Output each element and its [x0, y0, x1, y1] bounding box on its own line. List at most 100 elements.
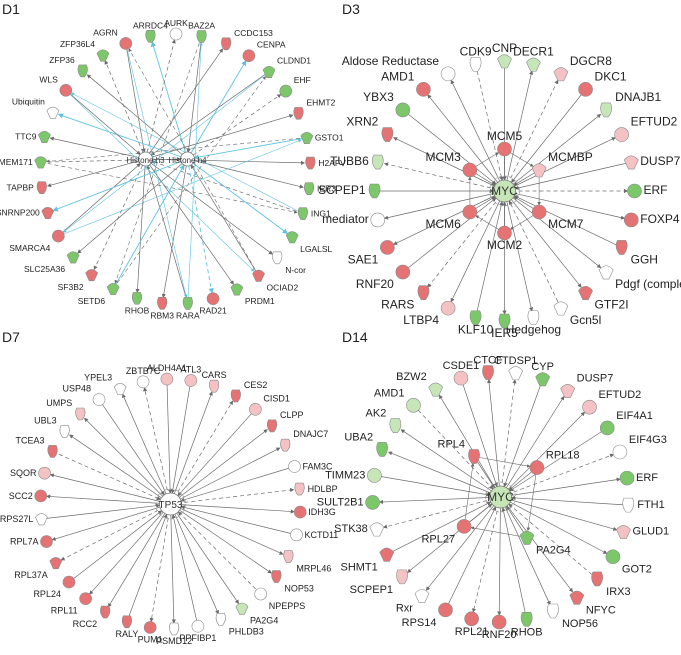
panel-d3-node-cnp[interactable]: CNP [492, 41, 517, 69]
panel-d3-node-aldose-reductase[interactable]: Aldose Reductase [342, 54, 456, 82]
panel-d1-node-tmem171[interactable]: TMEM171 [0, 156, 48, 169]
panel-d14-node-timm23[interactable]: TIMM23 [325, 468, 382, 483]
panel-d14-node-eif4a1[interactable]: EIF4A1 [599, 410, 653, 436]
panel-d1-node-gsto1[interactable]: GSTO1 [300, 131, 344, 144]
panel-d14-node-erf[interactable]: ERF [619, 470, 658, 486]
panel-d1-node-ccdc153[interactable]: CCDC153 [221, 28, 273, 51]
panel-d3-node-decr1[interactable]: DECR1 [513, 44, 554, 72]
panel-d1-node-ociad2[interactable]: OCIAD2 [252, 269, 299, 292]
panel-d3-node-mcm3[interactable]: MCM3 [426, 150, 478, 178]
panel-d3-node-klf10[interactable]: KLF10 [458, 310, 494, 337]
panel-d7-node-sqor[interactable]: SQOR [10, 466, 51, 480]
panel-d7-node-rcc2[interactable]: RCC2 [73, 605, 111, 629]
panel-d14-node-bzw2[interactable]: BZW2 [396, 371, 444, 397]
panel-d14-node-scpep1[interactable]: SCPEP1 [350, 569, 408, 596]
panel-d7-node-dnajc7[interactable]: DNAJC7 [280, 429, 328, 452]
panel-d14-node-nop56[interactable]: NOP56 [547, 603, 598, 630]
panel-d14-node-stk38[interactable]: STK38 [334, 522, 385, 537]
panel-d1-node-zfp36[interactable]: ZFP36 [49, 55, 88, 78]
panel-d1-node-rara[interactable]: RARA [176, 297, 200, 320]
panel-d7-node-rps27l[interactable]: RPS27L [0, 513, 48, 526]
panel-d3-node-ybx3[interactable]: YBX3 [363, 90, 411, 118]
panel-d14-node-dusp7[interactable]: DUSP7 [560, 373, 614, 398]
panel-d14-node-eif4g3[interactable]: EIF4G3 [612, 434, 667, 460]
panel-d1-node-n-cor[interactable]: N-cor [272, 251, 306, 275]
panel-d1-node-ier3[interactable]: IER3 [303, 182, 336, 196]
panel-d1-node-ehf[interactable]: EHF [279, 75, 311, 98]
panel-d14-node-amd1[interactable]: AMD1 [374, 387, 421, 413]
panel-d14-node-glud1[interactable]: GLUD1 [616, 525, 669, 540]
panel-d1-node-cenpa[interactable]: CENPA [242, 40, 286, 63]
panel-d7-node-zbtb7c[interactable]: ZBTB7C [126, 366, 161, 389]
panel-d3-node-mediator[interactable]: mediator [322, 212, 386, 228]
panel-d14-node-cyp[interactable]: CYP [531, 361, 554, 387]
panel-d3-node-gcn5l[interactable]: Gcn5l [553, 301, 601, 327]
panel-d3-node-gtf2i[interactable]: GTF2I [578, 286, 629, 312]
panel-d3-node-dkc1[interactable]: DKC1 [578, 69, 627, 97]
panel-d1-hub-histone-h4[interactable]: Histone h4 [168, 151, 207, 167]
panel-d7-node-aldh4a1[interactable]: ALDH4A1 [147, 363, 187, 386]
panel-d14-node-fth1[interactable]: FTH1 [622, 497, 665, 513]
panel-d7-node-rpl7a[interactable]: RPL7A [10, 535, 53, 548]
panel-d7-node-pa2g4[interactable]: PA2G4 [235, 602, 278, 625]
panel-d7-node-rpl37a[interactable]: RPL37A [14, 557, 63, 580]
panel-d3-node-ier5[interactable]: IER5 [491, 313, 518, 340]
panel-d7-node-clpp[interactable]: CLPP [266, 410, 304, 433]
panel-d7-node-pum1[interactable]: PUM1 [138, 621, 163, 644]
panel-d7-node-atl3[interactable]: ATL3 [180, 365, 201, 387]
panel-d1-node-ehmt2[interactable]: EHMT2 [293, 97, 336, 120]
panel-d14-node-rpl18[interactable]: RPL18 [529, 450, 580, 475]
panel-d3-node-eftud2[interactable]: EFTUD2 [614, 115, 678, 142]
panel-d7-node-phldb3[interactable]: PHLDB3 [215, 612, 264, 636]
panel-d14-node-irx3[interactable]: IRX3 [591, 571, 631, 598]
panel-d1-node-slc25a36[interactable]: SLC25A36 [24, 251, 80, 274]
panel-d3-node-dusp7[interactable]: DUSP7 [623, 154, 681, 170]
panel-d3-node-scpep1[interactable]: SCPEP1 [318, 183, 381, 199]
panel-d7-node-nop53[interactable]: NOP53 [271, 570, 314, 594]
panel-d1-node-lgalsl[interactable]: LGALSL [285, 231, 333, 254]
panel-d3-node-tubb6[interactable]: TUBB6 [330, 154, 384, 170]
panel-d14-hub-myc[interactable]: MYC [485, 481, 516, 513]
panel-d14-node-uba2[interactable]: UBA2 [344, 431, 388, 457]
panel-d14-node-got2[interactable]: GOT2 [605, 549, 652, 576]
panel-d1-node-rhob[interactable]: RHOB [125, 292, 150, 315]
panel-d14-node-pa2g4[interactable]: PA2G4 [519, 530, 571, 556]
panel-d1-node-arrdc4[interactable]: ARRDC4 [133, 20, 168, 43]
panel-d3-node-cdk9[interactable]: CDK9 [460, 44, 492, 72]
panel-d1-node-rbm3[interactable]: RBM3 [150, 297, 174, 320]
panel-d3-node-ltbp4[interactable]: LTBP4 [403, 300, 456, 327]
panel-d3-node-pdgf-complex[interactable]: Pdgf (complex) [598, 265, 681, 291]
panel-d1-node-wls[interactable]: WLS [39, 74, 73, 97]
panel-d7-node-mrpl46[interactable]: MRPL46 [283, 550, 332, 574]
panel-d3-node-foxp4[interactable]: FOXP4 [623, 212, 680, 228]
panel-d3-node-mcm2[interactable]: MCM2 [487, 225, 523, 252]
panel-d14-node-csde1[interactable]: CSDE1 [443, 360, 480, 386]
panel-d7-node-idh3g[interactable]: IDH3G [293, 505, 336, 519]
panel-d3-node-mcm7[interactable]: MCM7 [531, 204, 584, 231]
panel-d7-node-cisd1[interactable]: CISD1 [249, 393, 290, 416]
panel-d3-hub-myc[interactable]: MYC [489, 175, 520, 207]
panel-d7-hub-tp53[interactable]: TP53 [155, 488, 186, 520]
panel-d7-node-ubl3[interactable]: UBL3 [34, 415, 70, 438]
panel-d14-node-rpl4[interactable]: RPL4 [438, 439, 480, 464]
panel-d7-node-raly[interactable]: RALY [115, 615, 138, 639]
panel-d14-node-sult2b1[interactable]: SULT2B1 [317, 495, 380, 510]
panel-d1-node-setd6[interactable]: SETD6 [78, 283, 120, 306]
panel-d3-node-xrn2[interactable]: XRN2 [346, 115, 394, 142]
panel-d1-node-smarca4[interactable]: SMARCA4 [9, 229, 65, 253]
panel-d1-node-agrn[interactable]: AGRN [93, 27, 133, 50]
panel-d7-node-ypel3[interactable]: YPEL3 [84, 373, 127, 396]
panel-d1-node-aurk[interactable]: AURK [164, 18, 188, 41]
panel-d14-node-rpl21[interactable]: RPL21 [455, 611, 489, 638]
panel-d1-node-ing1[interactable]: ING1 [297, 207, 331, 220]
panel-d3-node-ggh[interactable]: GGH [615, 240, 658, 266]
panel-d1-node-baz2a[interactable]: BAZ2A [188, 21, 215, 43]
panel-d14-node-nfyc[interactable]: NFYC [569, 590, 616, 616]
panel-d7-node-kctd11[interactable]: KCTD11 [290, 528, 338, 542]
panel-d7-node-cars[interactable]: CARS [202, 370, 227, 393]
panel-d3-node-amd1[interactable]: AMD1 [381, 69, 431, 97]
panel-d1-node-snrnp200[interactable]: SNRNP200 [0, 206, 55, 219]
panel-d1-node-rad21[interactable]: RAD21 [199, 292, 227, 316]
panel-d3-node-erf[interactable]: ERF [627, 183, 668, 199]
panel-d1-node-tapbp[interactable]: TAPBP [7, 181, 47, 195]
